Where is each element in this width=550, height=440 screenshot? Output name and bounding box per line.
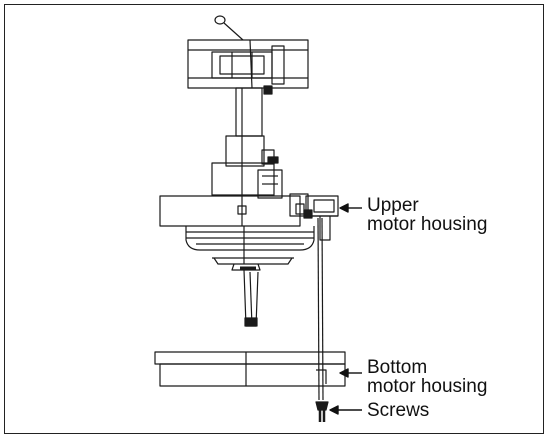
screws-label: Screws [367, 400, 430, 421]
screws-arrow-head [329, 405, 339, 415]
motor-upper-assembly [211, 135, 283, 199]
screw-part [315, 401, 329, 422]
diagram-frame [4, 4, 544, 434]
downrod [235, 85, 273, 137]
light-kit-plate [231, 226, 261, 271]
flywheel-disc [185, 226, 315, 265]
bottom-motor-housing-part [154, 351, 346, 387]
blade-arm [243, 269, 259, 327]
bottom-housing-label-line2: motor housing [367, 376, 488, 397]
upper-housing-arrow-head [339, 203, 349, 213]
callout-arrows [329, 203, 362, 415]
upper-housing-label-line1: Upper [367, 195, 419, 216]
motor-housing-body [159, 193, 309, 227]
bottom-housing-arrow-head [339, 368, 349, 378]
switch-housing-part [295, 195, 339, 241]
mounting-bracket [187, 39, 309, 89]
pull-chain-ring [214, 15, 244, 41]
connecting-wire [317, 217, 324, 401]
bottom-housing-label-line1: Bottom [367, 357, 428, 378]
upper-housing-label-line2: motor housing [367, 214, 488, 235]
